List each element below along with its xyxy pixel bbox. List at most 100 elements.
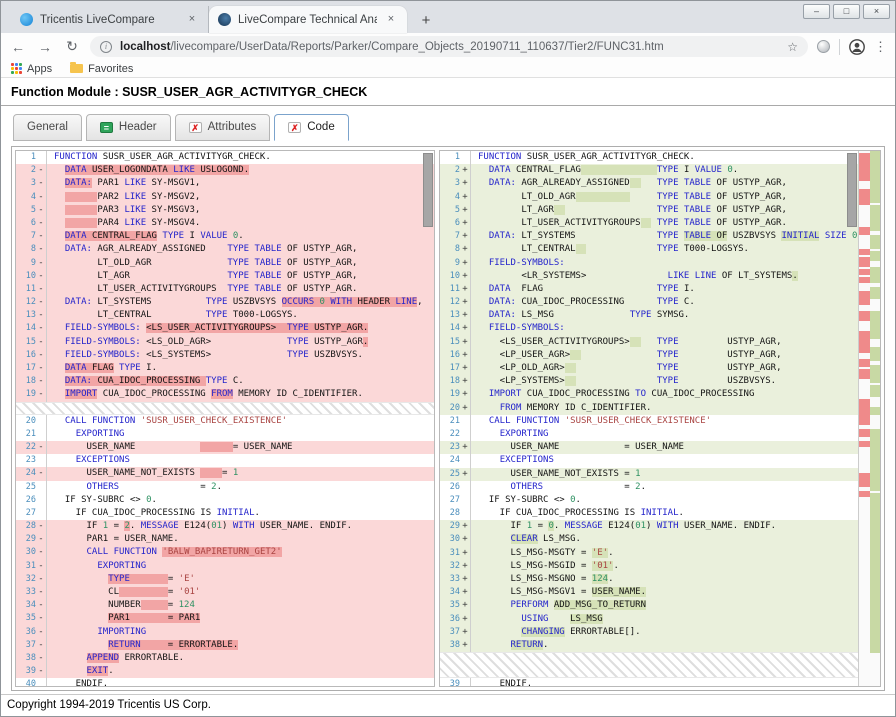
code-text: LS_MSG-MSGV1 = USER_NAME. (470, 586, 858, 600)
change-marker: + (462, 363, 468, 373)
code-line: 29- PAR1 = USER_NAME. (16, 533, 434, 547)
code-text: IMPORT CUA_IDOC_PROCESSING FROM MEMORY I… (46, 388, 434, 402)
left-scrollbar-thumb[interactable] (423, 153, 433, 227)
line-number: 18 (449, 376, 460, 387)
change-marker (36, 454, 46, 467)
favorites-folder[interactable]: Favorites (70, 62, 134, 75)
line-number: 36 (449, 613, 460, 624)
code-line: 39- EXIT. (16, 665, 434, 679)
tab-header[interactable]: =Header (85, 114, 171, 141)
code-text: ENDIF. (46, 678, 434, 686)
code-text: FIELD-SYMBOLS: (470, 256, 858, 270)
line-number: 26 (449, 481, 460, 492)
tab-general[interactable]: General (13, 114, 82, 141)
site-info-icon[interactable]: i (100, 40, 112, 53)
back-icon[interactable]: ← (11, 38, 25, 55)
line-number: 5 (454, 204, 460, 215)
close-tab-icon[interactable]: × (188, 12, 196, 25)
line-number: 1 (454, 152, 460, 162)
change-marker: + (462, 270, 468, 281)
code-line: 12- DATA: LT_SYSTEMS TYPE USZBVSYS OCCUR… (16, 296, 434, 310)
line-number: 38 (25, 652, 36, 663)
change-marker: + (462, 560, 468, 571)
change-marker: - (38, 666, 44, 677)
line-number: 9 (30, 257, 36, 268)
browser-tab-technical-analysis[interactable]: LiveCompare Technical Analysis × (209, 6, 407, 33)
extension-icon[interactable] (817, 40, 830, 53)
line-number: 17 (449, 363, 460, 373)
change-marker: - (38, 376, 44, 387)
code-line: 37+ CHANGING ERRORTABLE[]. (440, 625, 858, 639)
refresh-icon[interactable]: ↻ (66, 38, 78, 54)
change-marker (36, 428, 46, 441)
page-title-block: Function Module : SUSR_USER_AGR_ACTIVITY… (1, 78, 895, 106)
change-marker: + (462, 534, 468, 545)
apps-shortcut[interactable]: Apps (11, 63, 52, 75)
forward-icon[interactable]: → (38, 38, 52, 55)
difference-x-icon: ✗ (288, 121, 302, 133)
line-number: 27 (25, 507, 36, 518)
code-line: 28 IF CUA_IDOC_PROCESSING IS INITIAL. (440, 507, 858, 521)
code-line: 34+ LS_MSG-MSGV1 = USER_NAME. (440, 586, 858, 600)
code-line: 8+ LT_CENTRAL TYPE T000-LOGSYS. (440, 243, 858, 257)
change-marker (460, 481, 470, 494)
close-tab-icon[interactable]: × (387, 12, 395, 25)
line-number: 33 (25, 587, 36, 597)
code-text: PAR1 = USER_NAME. (46, 533, 434, 547)
maximize-button[interactable]: □ (833, 4, 860, 19)
code-text: LT_OLD_AGR TYPE TABLE OF USTYP_AGR, (470, 190, 858, 204)
code-line: 16+ <LP_USER_AGR> TYPE USTYP_AGR, (440, 348, 858, 362)
code-line: 29+ IF 1 = 0. MESSAGE E124(01) WITH USER… (440, 520, 858, 534)
code-line: 28- IF 1 = 2. MESSAGE E124(01) WITH USER… (16, 520, 434, 534)
tab-attributes[interactable]: ✗ Attributes (174, 114, 271, 141)
line-number: 24 (25, 468, 36, 479)
new-tab-button[interactable]: + (421, 12, 431, 29)
code-line: 23 EXCEPTIONS (16, 454, 434, 468)
browser-tab-tricentis[interactable]: Tricentis LiveCompare × (11, 6, 209, 33)
url-path: /livecompare/UserData/Reports/Parker/Com… (170, 40, 664, 53)
line-number: 31 (25, 560, 36, 571)
url-text[interactable]: localhost/livecompare/UserData/Reports/P… (120, 41, 779, 53)
line-number: 12 (25, 297, 36, 308)
code-line: 20+ FROM MEMORY ID C_IDENTIFIER. (440, 401, 858, 415)
change-marker: + (462, 547, 468, 558)
code-line: 16- FIELD-SYMBOLS: <LS_SYSTEMS> TYPE USZ… (16, 348, 434, 362)
favorites-label: Favorites (88, 62, 134, 75)
tab-code[interactable]: ✗Code (274, 114, 349, 141)
code-line: 3- DATA: PAR1 LIKE SY-MSGV1, (16, 177, 434, 191)
tab-label: Attributes (207, 121, 257, 133)
code-line: 21 CALL FUNCTION 'SUSR_USER_CHECK_EXISTE… (440, 414, 858, 428)
code-line: 24- USER_NAME_NOT_EXISTS = 1 (16, 467, 434, 481)
code-line: 10- LT_AGR TYPE TABLE OF USTYP_AGR, (16, 269, 434, 283)
change-marker: - (38, 587, 44, 597)
right-scrollbar-thumb[interactable] (847, 153, 857, 227)
address-bar[interactable]: i localhost/livecompare/UserData/Reports… (90, 36, 808, 57)
change-marker (36, 415, 46, 428)
difference-x-icon: ✗ (188, 121, 202, 133)
code-text: CALL FUNCTION 'SUSR_USER_CHECK_EXISTENCE… (46, 414, 434, 428)
code-text: <LP_USER_AGR> TYPE USTYP_AGR, (470, 348, 858, 362)
minimize-button[interactable]: – (803, 4, 830, 19)
change-marker: - (38, 283, 44, 294)
change-marker: - (38, 441, 44, 452)
change-marker: - (38, 468, 44, 479)
code-text: <LP_OLD_AGR> TYPE USTYP_AGR, (470, 362, 858, 376)
profile-icon[interactable] (849, 38, 865, 55)
tab-title: LiveCompare Technical Analysis (238, 13, 377, 26)
change-marker (36, 151, 46, 164)
line-number: 23 (25, 455, 36, 466)
line-number: 37 (449, 626, 460, 637)
browser-menu-icon[interactable]: ⋮ (874, 38, 887, 54)
additions-map-column (869, 151, 880, 686)
diff-overview-map[interactable] (858, 151, 880, 686)
change-marker: + (462, 178, 468, 189)
line-number: 22 (449, 428, 460, 439)
code-line: 31+ LS_MSG-MSGTY = 'E'. (440, 546, 858, 560)
bookmark-star-icon[interactable]: ☆ (787, 39, 798, 54)
line-number: 7 (454, 231, 460, 242)
code-text: DATA: CUA_IDOC_PROCESSING TYPE C. (46, 375, 434, 389)
change-marker: + (462, 442, 468, 453)
close-window-button[interactable]: × (863, 4, 890, 19)
code-line: 7+ DATA: LT_SYSTEMS TYPE TABLE OF USZBVS… (440, 230, 858, 244)
